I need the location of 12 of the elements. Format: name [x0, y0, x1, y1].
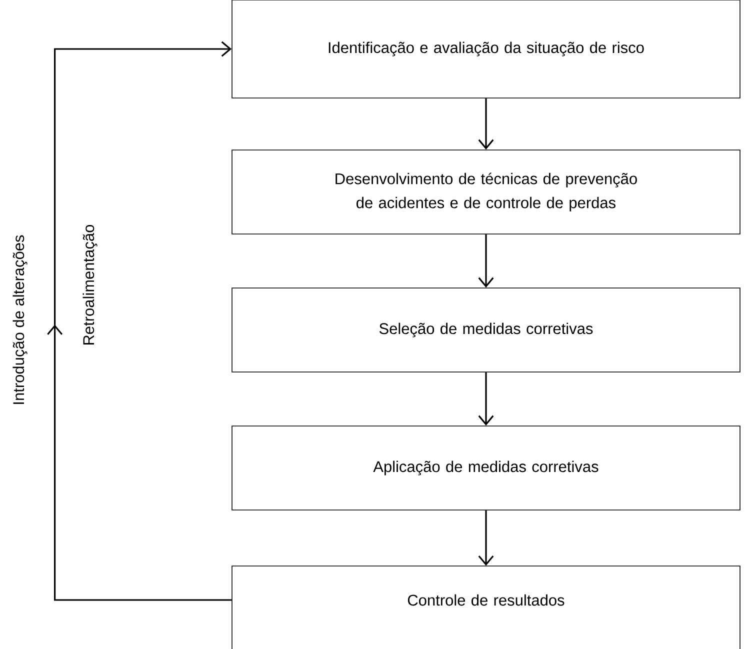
side-label: Retroalimentação: [82, 224, 98, 344]
arrow: [478, 510, 494, 566]
process-box: Controle de resultados: [232, 566, 740, 649]
arrow: [478, 372, 494, 426]
side-label: Introdução de alterações: [12, 235, 28, 404]
process-box: Aplicação de medidas corretivas: [232, 426, 740, 510]
process-box: Desenvolvimento de técnicas de prevenção de acidentes e de controle de perdas: [232, 150, 740, 234]
arrow: [478, 98, 494, 150]
feedback-arrow: [47, 41, 232, 601]
arrow: [478, 234, 494, 288]
process-box: Identificação e avaliação da situação de risco: [232, 0, 740, 98]
process-box: Seleção de medidas corretivas: [232, 288, 740, 372]
